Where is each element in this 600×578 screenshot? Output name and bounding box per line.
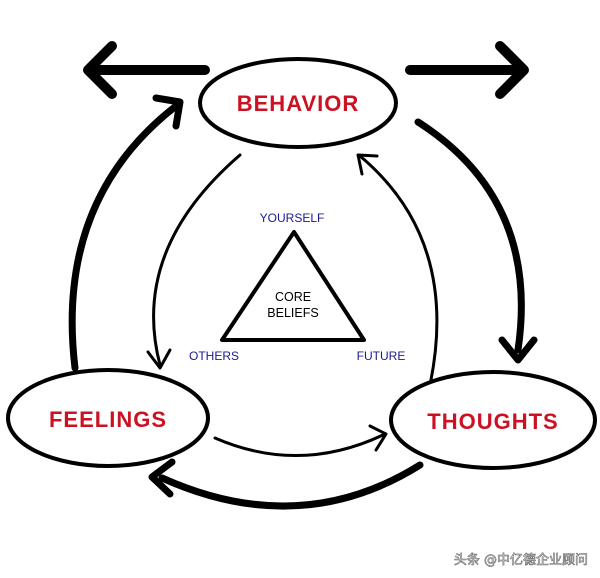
feelings-label: FEELINGS — [49, 407, 167, 432]
thoughts-node — [389, 370, 597, 470]
feelings-node — [6, 368, 210, 468]
watermark-text: 头条 @中亿德企业顾问 — [454, 552, 588, 568]
inner-arrowhead-feelings — [146, 348, 172, 370]
arrowhead-feelings-bottom — [148, 458, 176, 498]
inner-arrow-thoughts-to-behavior — [358, 154, 439, 387]
inner-arrow-behavior-to-feelings — [152, 153, 242, 367]
inner-arrowhead-thoughts — [368, 424, 388, 452]
arrow-feelings-to-behavior — [68, 102, 180, 372]
arrow-out-left-head — [83, 41, 117, 99]
arrow-thoughts-to-feelings — [158, 461, 424, 510]
triangle-label-future: FUTURE — [357, 349, 406, 363]
behavior-label: BEHAVIOR — [237, 91, 360, 116]
core-beliefs-line2: BELIEFS — [267, 306, 318, 320]
triangle-label-yourself: YOURSELF — [260, 211, 325, 225]
arrow-out-right-head — [495, 41, 529, 99]
inner-arrow-feelings-to-thoughts — [213, 432, 387, 457]
thoughts-label: THOUGHTS — [427, 409, 558, 434]
arrowhead-behavior-left — [152, 94, 184, 130]
arrow-behavior-to-thoughts — [414, 118, 525, 354]
behavior-node — [198, 57, 398, 149]
triangle-label-others: OTHERS — [189, 349, 239, 363]
core-beliefs-triangle — [220, 230, 366, 342]
core-beliefs-line1: CORE — [275, 290, 311, 304]
arrowhead-thoughts-top — [498, 336, 538, 364]
inner-arrowhead-behavior — [356, 153, 379, 176]
